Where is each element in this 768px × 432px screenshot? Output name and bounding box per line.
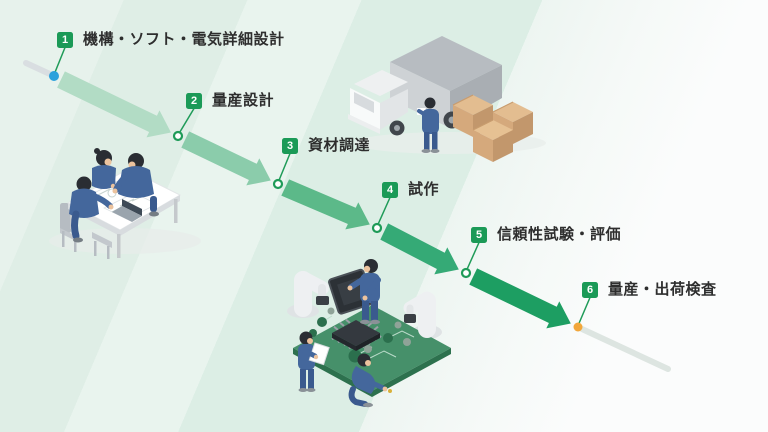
timeline-node-5 bbox=[460, 267, 472, 279]
step-badge-3: 3 bbox=[282, 137, 298, 154]
step-marker-1: 1 機構・ソフト・電気詳細設計 bbox=[57, 31, 285, 48]
timeline-node-3 bbox=[272, 178, 284, 190]
timeline-start-dot bbox=[49, 71, 59, 81]
arrow-segment-3 bbox=[281, 179, 370, 230]
laptop bbox=[112, 199, 142, 222]
step-marker-4: 4 試作 bbox=[382, 181, 439, 198]
circuit-board bbox=[293, 297, 451, 397]
arrow-segment-5 bbox=[469, 268, 571, 329]
step-marker-6: 6 量産・出荷検査 bbox=[582, 281, 717, 298]
worker-figure bbox=[92, 148, 116, 189]
worker-figure bbox=[328, 259, 381, 325]
step-label-1: 機構・ソフト・電気詳細設計 bbox=[83, 31, 285, 48]
step-badge-5: 5 bbox=[471, 226, 487, 243]
robot-arm bbox=[403, 291, 436, 338]
robot-arm bbox=[294, 271, 329, 317]
timeline-node-4 bbox=[371, 222, 383, 234]
timeline bbox=[23, 47, 671, 372]
timeline-node-2 bbox=[172, 130, 184, 142]
worker-figure bbox=[69, 176, 114, 243]
worker-figure bbox=[298, 331, 330, 392]
pcb-assembly-illustration bbox=[287, 259, 451, 408]
step-label-2: 量産設計 bbox=[212, 92, 275, 109]
step-label-5: 信頼性試験・評価 bbox=[497, 226, 622, 243]
step-badge-6: 6 bbox=[582, 281, 598, 298]
worker-figure bbox=[348, 353, 392, 408]
arrow-segment-4 bbox=[380, 223, 459, 275]
step-badge-4: 4 bbox=[382, 181, 398, 198]
step-badge-1: 1 bbox=[57, 31, 73, 48]
truck-loading-illustration bbox=[348, 36, 546, 162]
step-label-3: 資材調達 bbox=[308, 137, 371, 154]
arrow-segment-2 bbox=[181, 131, 271, 186]
arrow-segment-1 bbox=[57, 71, 171, 138]
timeline-lead-line bbox=[23, 60, 55, 78]
step-marker-3: 3 資材調達 bbox=[282, 137, 370, 154]
step-badge-2: 2 bbox=[186, 92, 202, 109]
design-meeting-illustration bbox=[49, 148, 201, 259]
step-label-6: 量産・出荷検査 bbox=[608, 281, 717, 298]
cpu-chip bbox=[331, 318, 382, 351]
timeline-end-dot bbox=[573, 322, 583, 332]
badge-connectors bbox=[53, 47, 591, 325]
step-marker-2: 2 量産設計 bbox=[186, 92, 274, 109]
chair bbox=[92, 232, 112, 259]
cardboard-boxes bbox=[452, 94, 533, 162]
step-label-4: 試作 bbox=[408, 181, 440, 198]
timeline-tail-line bbox=[579, 326, 671, 372]
worker-figure bbox=[112, 153, 159, 217]
worker-figure bbox=[417, 97, 440, 153]
step-marker-5: 5 信頼性試験・評価 bbox=[471, 226, 621, 243]
chair bbox=[60, 203, 78, 252]
